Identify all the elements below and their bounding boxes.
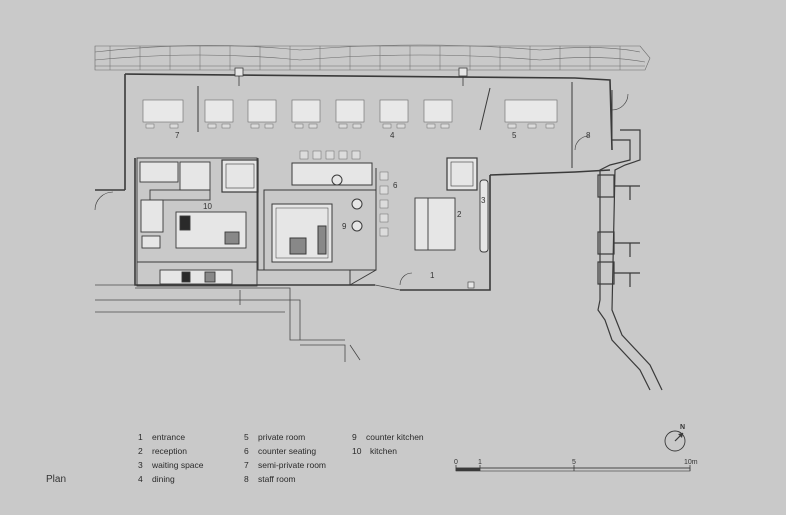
kitchen-area xyxy=(136,157,258,287)
legend-item: 5 private room xyxy=(244,430,326,444)
legend-label: entrance xyxy=(152,432,186,442)
north-label: N xyxy=(680,424,686,431)
legend-label: waiting space xyxy=(152,460,204,470)
scale-bar xyxy=(455,465,691,472)
room-number-6: 6 xyxy=(393,181,398,190)
dining-chairs xyxy=(145,123,555,129)
legend-item: 10 kitchen xyxy=(352,444,424,458)
facade-canopy xyxy=(94,44,651,71)
plan-title: Plan xyxy=(46,474,67,485)
room-number-5: 5 xyxy=(512,131,517,140)
legend-item: 4 dining xyxy=(138,472,204,486)
legend-item: 3 waiting space xyxy=(138,458,204,472)
legend-label: reception xyxy=(152,446,187,456)
scale-label-5: 5 xyxy=(572,459,576,466)
room-number-2: 2 xyxy=(457,210,462,219)
dining-tables xyxy=(142,99,558,123)
scale-label-0: 0 xyxy=(454,459,458,466)
legend-number: 2 xyxy=(138,446,143,456)
legend-label: counter seating xyxy=(258,446,317,456)
canopy-ribs xyxy=(109,46,621,70)
legend-label: private room xyxy=(258,432,306,442)
room-number-8: 8 xyxy=(586,131,591,140)
room-number-4: 4 xyxy=(390,131,395,140)
room-number-7: 7 xyxy=(175,131,180,140)
structural-columns xyxy=(221,157,478,193)
legend-number: 8 xyxy=(244,474,249,484)
room-number-9: 9 xyxy=(342,222,347,231)
legend-label: dining xyxy=(152,474,175,484)
legend-number: 9 xyxy=(352,432,357,442)
entrance-door xyxy=(94,93,629,289)
legend-number: 4 xyxy=(138,474,143,484)
legend-number: 7 xyxy=(244,460,249,470)
reception-desk xyxy=(414,179,489,253)
legend-label: counter kitchen xyxy=(366,432,424,442)
legend-item: 9 counter kitchen xyxy=(352,430,424,444)
counter-kitchen xyxy=(257,158,377,286)
interior-partitions xyxy=(197,82,613,168)
north-arrow-icon xyxy=(664,430,686,452)
legend-number: 5 xyxy=(244,432,249,442)
legend-item: 8 staff room xyxy=(244,472,326,486)
legend-label: kitchen xyxy=(370,446,397,456)
legend-item: 6 counter seating xyxy=(244,444,326,458)
legend-label: staff room xyxy=(258,474,296,484)
legend-number: 3 xyxy=(138,460,143,470)
counter-stools xyxy=(299,150,389,237)
site-lines xyxy=(95,284,401,362)
legend-label: semi-private room xyxy=(258,460,327,470)
legend-item: 7 semi-private room xyxy=(244,458,326,472)
legend-column-1: 1 entrance 2 reception 3 waiting space 4 din… xyxy=(138,430,204,486)
adjacent-building xyxy=(597,129,663,391)
room-number-10: 10 xyxy=(203,202,212,211)
legend-number: 1 xyxy=(138,432,143,442)
legend-column-2: 5 private room 6 counter seating 7 semi-pri… xyxy=(244,430,326,486)
scale-label-10m: 10m xyxy=(684,459,698,466)
legend-column-3: 9 counter kitchen 10 kitchen xyxy=(352,430,424,458)
legend-item: 1 entrance xyxy=(138,430,204,444)
scale-label-1: 1 xyxy=(478,459,482,466)
legend-item: 2 reception xyxy=(138,444,204,458)
ceiling-fixtures xyxy=(234,67,468,86)
legend-number: 10 xyxy=(352,446,362,456)
legend-number: 6 xyxy=(244,446,249,456)
room-number-3: 3 xyxy=(481,196,486,205)
room-number-1: 1 xyxy=(430,271,435,280)
